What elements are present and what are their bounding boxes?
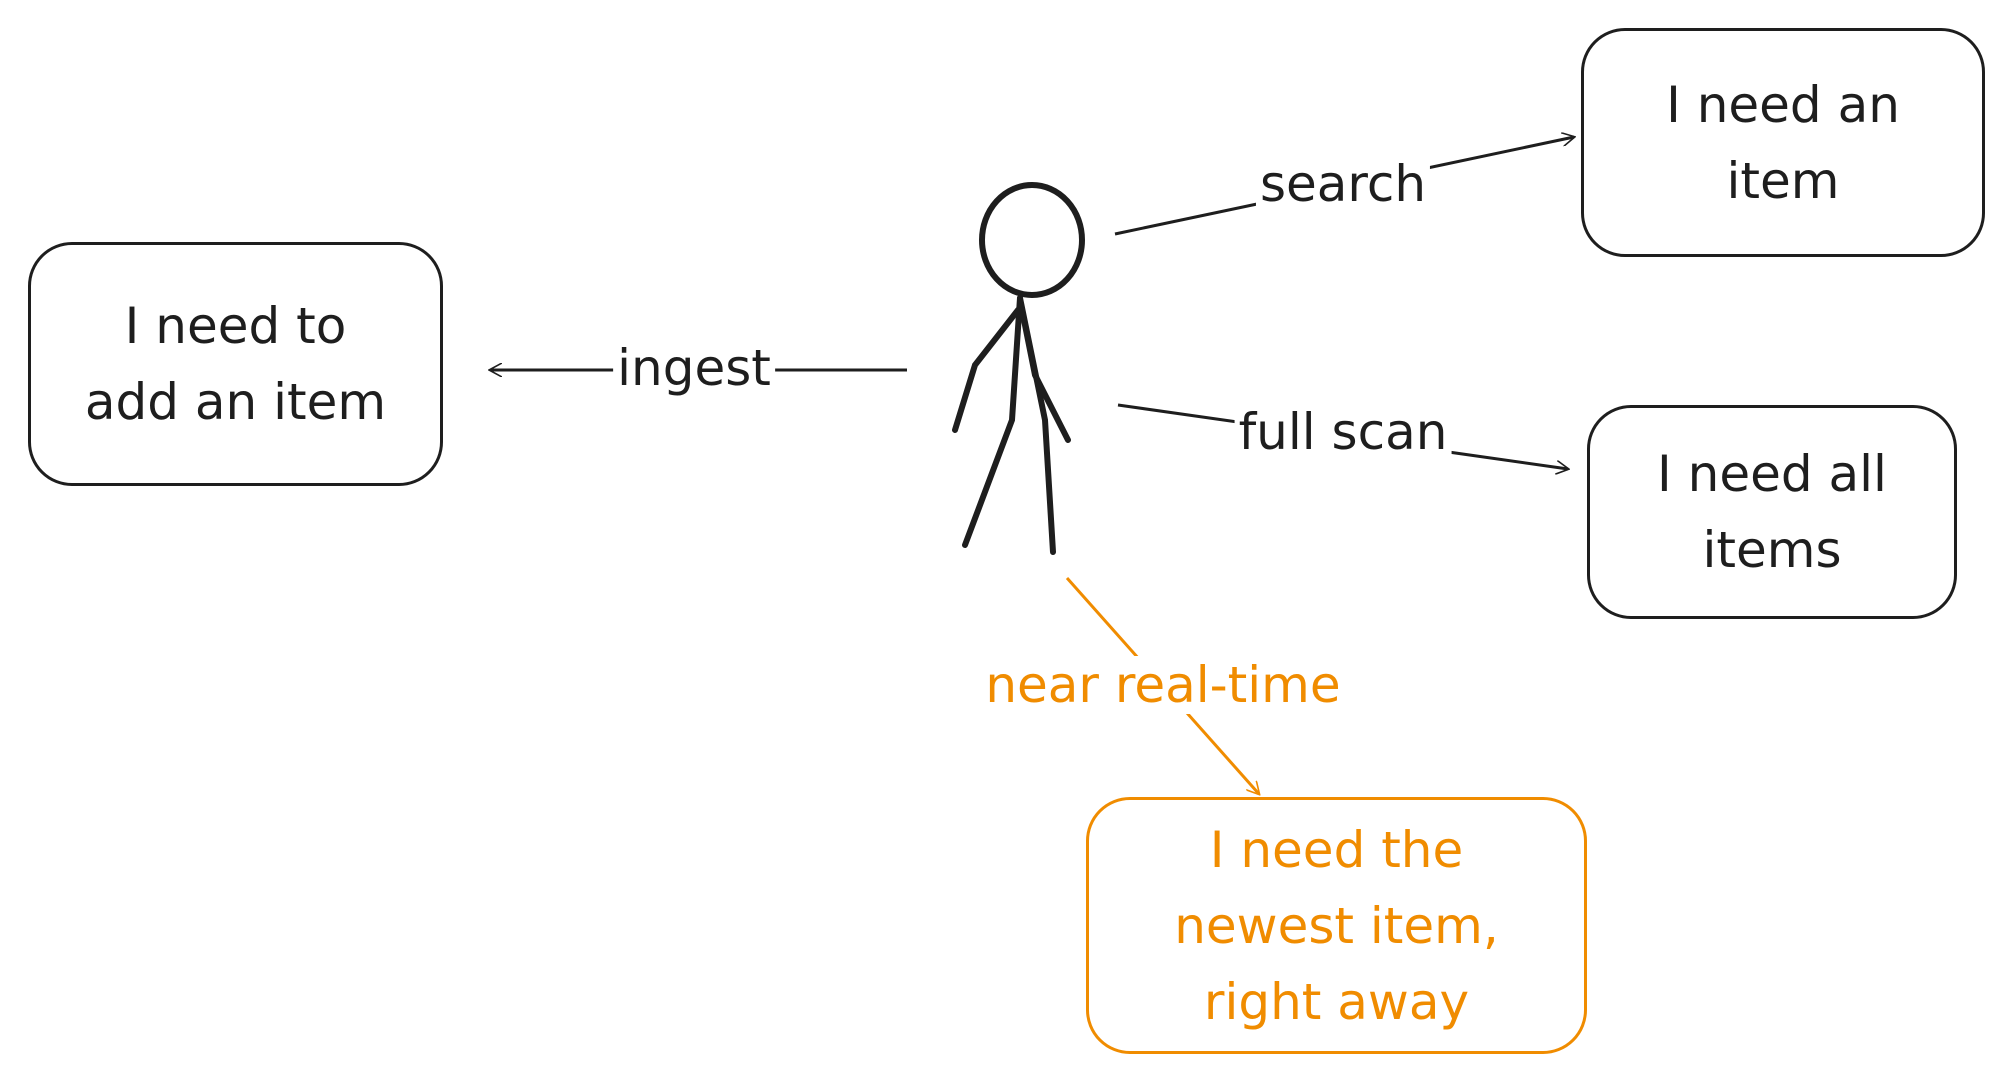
near-real-time-label: near real-time: [981, 656, 1345, 714]
stick-figure-icon: [952, 182, 1085, 555]
search-label: search: [1255, 155, 1431, 213]
search-node: I need an item: [1581, 28, 1985, 257]
full-scan-node: I need all items: [1587, 405, 1957, 619]
full-scan-label: full scan: [1234, 403, 1452, 461]
ingest-node: I need to add an item: [28, 242, 443, 486]
near-real-time-node: I need the newest item, right away: [1086, 797, 1587, 1054]
ingest-label: ingest: [613, 339, 775, 397]
